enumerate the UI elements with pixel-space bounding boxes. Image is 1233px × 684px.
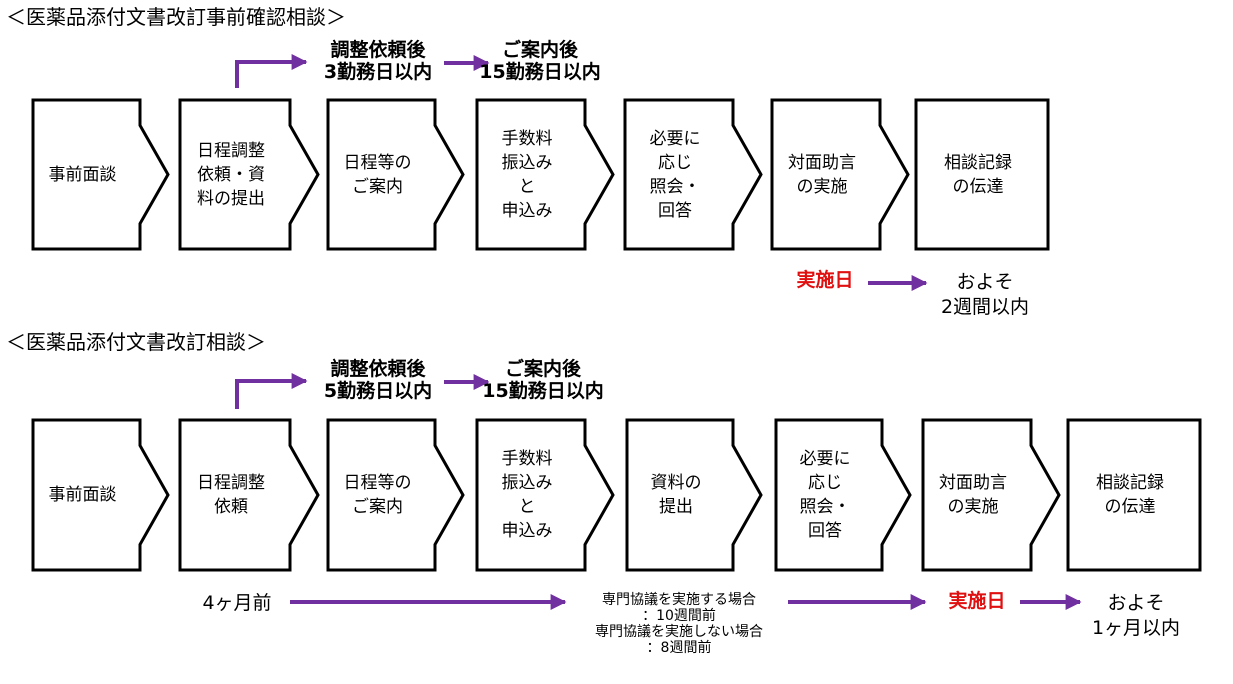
- section2-step-2: [178, 418, 320, 572]
- section1-step-2: [178, 98, 320, 251]
- section1-result: およそ 2週間以内: [940, 271, 1030, 318]
- section2-step-6: [774, 418, 912, 572]
- section1-arrow-request: [235, 54, 308, 88]
- section2-note-a: 調整依頼後 5勤務日以内: [323, 358, 433, 402]
- section1-step-5: [623, 98, 763, 251]
- section2-step-1: [31, 418, 170, 572]
- section2-start: 4ヶ月前: [202, 592, 272, 614]
- section2-arrow-request: [235, 373, 308, 409]
- section2-step-8-label: 相談記録の伝達: [1096, 472, 1164, 517]
- section2-step-7: [921, 418, 1061, 572]
- section2-conditions: 専門協議を実施する場合 ：10週間前 専門協議を実施しない場合 ：8週間前: [595, 592, 763, 657]
- section2-step-8: [1066, 418, 1202, 572]
- section1-step-3: [326, 98, 465, 251]
- section1-step-7-label: 相談記録の伝達: [944, 152, 1012, 197]
- section1-step-6: [770, 98, 910, 251]
- section1-step-4: [475, 98, 615, 251]
- section1-title: ＜医薬品添付文書改訂事前確認相談＞: [6, 5, 346, 29]
- section2-step-3: [326, 418, 465, 572]
- section2-step-3-label: 日程等のご案内: [343, 472, 412, 517]
- section2-step-5: [625, 418, 763, 572]
- section1-note-a: 調整依頼後 3勤務日以内: [323, 39, 433, 83]
- section2-result: およそ 1ヶ月以内: [1091, 592, 1181, 639]
- section2-step-7-label: 対面助言の実施: [939, 472, 1007, 517]
- section1-impl-day: 実施日: [796, 269, 854, 291]
- section2-step-6-label: 必要に応じ照会・回答: [799, 448, 851, 542]
- section1-step-5-label: 必要に応じ照会・回答: [649, 128, 701, 221]
- section2-step-5-label: 資料の提出: [650, 472, 702, 517]
- section2-title: ＜医薬品添付文書改訂相談＞: [6, 330, 266, 354]
- section2-step-1-label: 事前面談: [48, 484, 117, 505]
- section1-step-6-label: 対面助言の実施: [788, 152, 856, 197]
- section1-step-3-label: 日程等のご案内: [343, 152, 412, 197]
- section2-step-2-label: 日程調整依頼: [197, 472, 265, 517]
- section1-step-2-label: 日程調整依頼・資料の提出: [197, 140, 265, 209]
- section2-step-4: [475, 418, 615, 572]
- section1-step-7: [914, 98, 1050, 251]
- section2-note-b: ご案内後 15勤務日以内: [482, 358, 604, 402]
- section2-step-4-label: 手数料振込みと申込み: [501, 448, 553, 542]
- section1-step-4-label: 手数料振込みと申込み: [501, 128, 553, 221]
- section1-note-b: ご案内後 15勤務日以内: [479, 39, 601, 83]
- section1-step-1: [31, 98, 170, 251]
- section2-impl-day: 実施日: [948, 590, 1006, 612]
- section1-step-1-label: 事前面談: [48, 164, 117, 185]
